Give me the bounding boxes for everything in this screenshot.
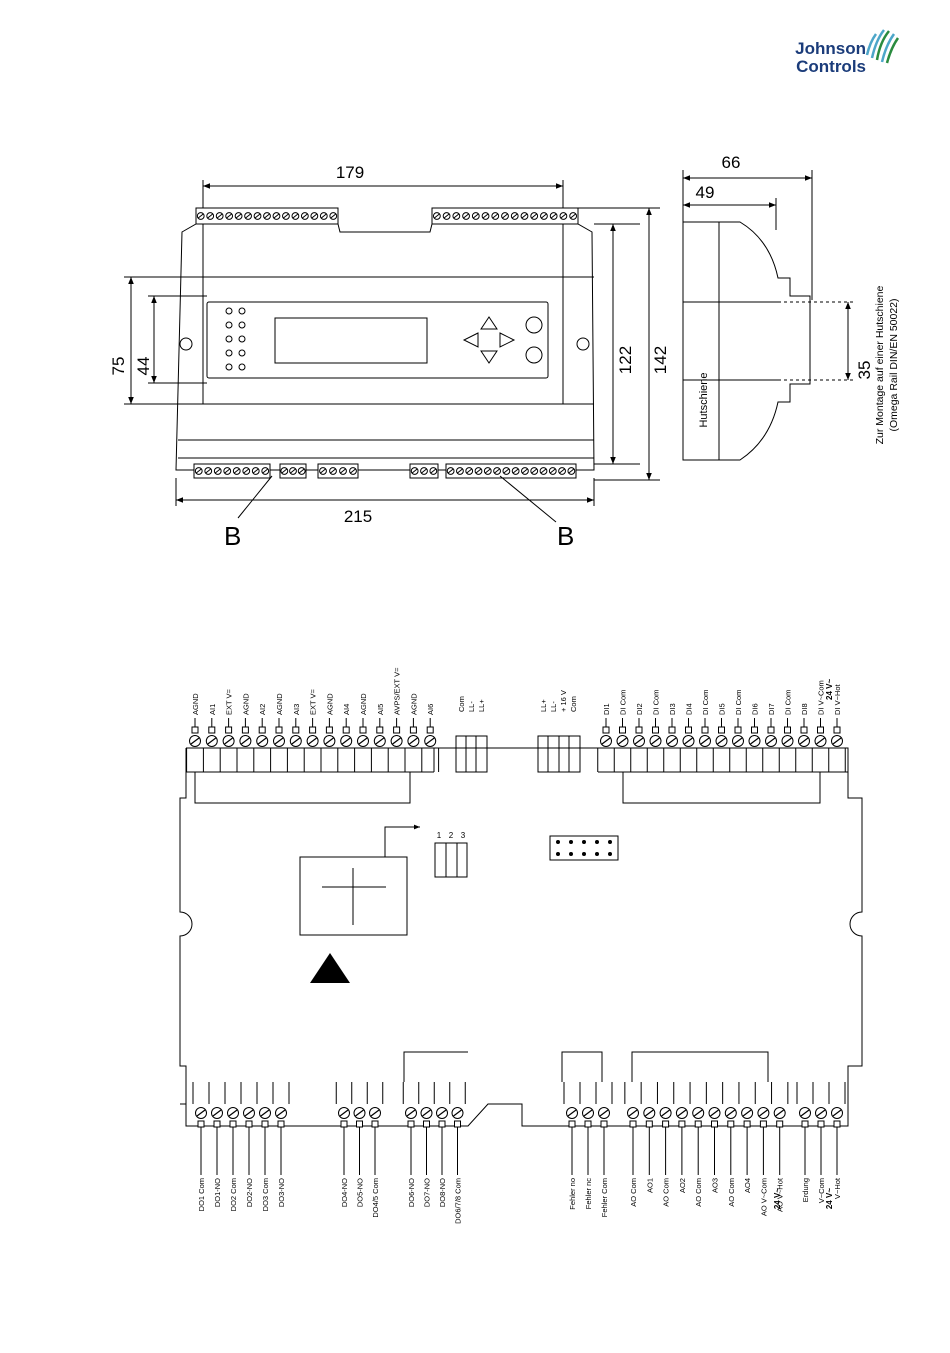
terminal-label: Erdung: [801, 1178, 810, 1202]
terminal-label: Fehler no: [568, 1178, 577, 1210]
terminal-label: AO V~Com: [759, 1178, 768, 1216]
logo-line1: Johnson: [795, 39, 866, 58]
terminal-label: AI5: [376, 704, 385, 715]
connector-label: Com: [569, 696, 578, 712]
terminal-label: AGND: [359, 693, 368, 715]
terminal-label: AGND: [191, 693, 200, 715]
terminal-label: DI Com: [652, 690, 661, 715]
terminal-label: DO4-NO: [340, 1178, 349, 1207]
top-supply-label: 24 V~: [825, 679, 834, 700]
power-supply-label: 24 V~: [825, 1188, 834, 1209]
dim-left-outer: 75: [109, 357, 128, 376]
wiring-board: [179, 735, 863, 1127]
terminal-label: DI3: [668, 703, 677, 715]
brand-logo-icon: [865, 29, 900, 64]
terminal-label: Fehler Com: [600, 1178, 609, 1217]
terminal-label: DO1 Com: [197, 1178, 206, 1211]
terminal-label: AO Com: [662, 1178, 671, 1207]
terminal-label: DI1: [602, 703, 611, 715]
pin-header: [556, 840, 612, 856]
connector-label: LL-: [467, 701, 476, 712]
terminal-label: DO2 Com: [229, 1178, 238, 1211]
jumper-label-3: 3: [461, 831, 466, 840]
terminal-label: DI Com: [784, 690, 793, 715]
dim-right-inner: 122: [616, 346, 635, 374]
terminal-label: V~Hot: [833, 1177, 842, 1199]
wiring-terminals: AGND AI1 EXT V= AGND AI2 AGND AI3 EXT V= AGND AI4…: [186, 667, 846, 1224]
terminal-label: V~Com: [817, 1178, 826, 1203]
front-view: [124, 180, 660, 523]
mount-note-line2: (Omega Rail DIN/EN 50022): [888, 298, 900, 431]
terminal-label: AO Com: [694, 1178, 703, 1207]
terminal-label: AI2: [258, 704, 267, 715]
terminal-label: DO6-NO: [407, 1178, 416, 1207]
ao-supply-label: 24 V~: [773, 1188, 782, 1209]
terminal-label: DI Com: [619, 690, 628, 715]
terminal-label: DI5: [718, 703, 727, 715]
connector-label: Com: [457, 696, 466, 712]
rail-label: Hutschiene: [698, 372, 710, 427]
terminal-label: AI3: [292, 704, 301, 715]
terminal-label: AO4: [743, 1178, 752, 1193]
connector-label: LL+: [477, 699, 486, 712]
terminal-label: AO1: [645, 1178, 654, 1193]
terminal-label: DI V~Hot: [833, 683, 842, 715]
dim-side-total: 66: [722, 153, 741, 172]
terminal-label: AO Com: [727, 1178, 736, 1207]
terminal-label: AGND: [325, 693, 334, 715]
terminal-label: AI1: [208, 704, 217, 715]
callout-b-right: B: [557, 521, 574, 551]
side-view: [682, 170, 855, 461]
terminal-label: DI6: [751, 703, 760, 715]
jumper-label-1: 1: [437, 831, 442, 840]
terminal-label: DI7: [767, 703, 776, 715]
terminal-label: AO V~Hot: [776, 1177, 785, 1212]
terminal-label: DO7-NO: [423, 1178, 432, 1207]
dim-top-width: 179: [336, 163, 364, 182]
terminal-label: DI4: [685, 703, 694, 715]
dim-total-width: 215: [344, 507, 372, 526]
terminal-label: Fehler nc: [584, 1178, 593, 1210]
terminal-label: EXT V=: [309, 688, 318, 715]
terminal-label: DO3 Com: [261, 1178, 270, 1211]
connector-label: + 16 V: [559, 690, 568, 712]
terminal-label: EXT V=: [225, 688, 234, 715]
terminal-label: DI Com: [701, 690, 710, 715]
terminal-label: AGND: [409, 693, 418, 715]
terminal-label: AO3: [711, 1178, 720, 1193]
terminal-label: DO6/7/8 Com: [454, 1178, 463, 1224]
brand-logo-text: Johnson Controls: [776, 40, 866, 76]
jumper-label-2: 2: [449, 831, 454, 840]
terminal-label: DO2-NO: [245, 1178, 254, 1207]
dim-side-depth: 49: [696, 183, 715, 202]
terminal-label: AI6: [426, 704, 435, 715]
terminal-label: AO2: [678, 1178, 687, 1193]
warning-triangle-icon: [310, 953, 350, 983]
dim-left-inner: 44: [134, 357, 153, 376]
dim-rail-height: 35: [855, 361, 874, 380]
terminal-label: AO Com: [629, 1178, 638, 1207]
dim-right-outer: 142: [651, 346, 670, 374]
logo-line2: Controls: [796, 57, 866, 76]
terminal-label: AI4: [342, 704, 351, 715]
terminal-label: DO8-NO: [438, 1178, 447, 1207]
terminal-label: DI2: [635, 703, 644, 715]
terminal-label: AGND: [241, 693, 250, 715]
terminal-label: DO1-NO: [213, 1178, 222, 1207]
mount-note-line1: Zur Montage auf einer Hutschiene: [874, 285, 886, 444]
terminal-label: DI8: [800, 703, 809, 715]
front-terminal-screws: [194, 212, 578, 475]
terminal-label: DI Com: [734, 690, 743, 715]
terminal-label: DO3-NO: [277, 1178, 286, 1207]
terminal-label: DO4/5 Com: [371, 1178, 380, 1218]
terminal-label: AGND: [275, 693, 284, 715]
terminal-label: AVPS/EXT V=: [393, 667, 402, 715]
connector-label: LL-: [549, 701, 558, 712]
callout-b-left: B: [224, 521, 241, 551]
connector-label: LL+: [539, 699, 548, 712]
terminal-label: DI V~Com: [817, 680, 826, 715]
terminal-label: DO5-NO: [356, 1178, 365, 1207]
